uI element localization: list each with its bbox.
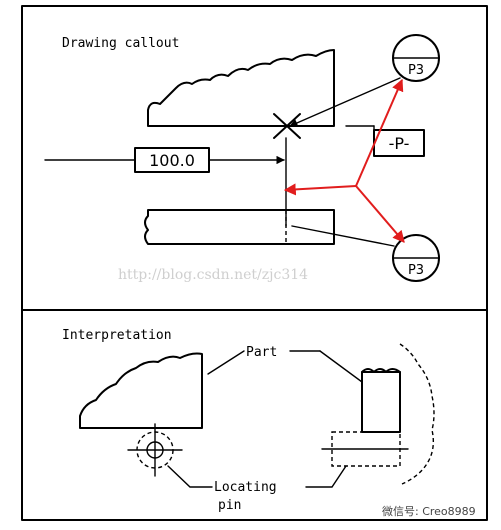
interpretation-heading: Interpretation	[62, 328, 172, 343]
interpreted-part-outline	[79, 352, 203, 429]
upper-part-outline	[147, 49, 335, 127]
upper-leader-line	[289, 77, 401, 127]
datum-feature-label: -P-	[389, 134, 410, 153]
pin-label: pin	[218, 498, 241, 513]
right-fixture-wavy	[361, 368, 401, 373]
lower-part-outline	[144, 209, 335, 245]
upper-target-label: P3	[408, 63, 424, 78]
locating-label: Locating	[214, 480, 277, 495]
part-label: Part	[246, 345, 277, 360]
lower-target-label: P3	[408, 263, 424, 278]
right-body-outline	[399, 343, 435, 485]
watermark-url: http://blog.csdn.net/zjc314	[118, 267, 308, 283]
red-arrow-lower	[355, 185, 405, 243]
target-x-mark-b	[273, 113, 301, 139]
red-arrow-upper	[355, 78, 404, 187]
red-arrow-left	[283, 183, 357, 196]
dimension-value: 100.0	[149, 151, 195, 170]
locating-pin-left	[127, 423, 183, 477]
dimension-box	[134, 147, 210, 173]
upper-datum-target-symbol: P3	[392, 34, 440, 82]
locating-leader-left	[167, 465, 213, 488]
lower-leader-line	[291, 225, 395, 247]
outer-frame	[21, 5, 488, 521]
locating-leader-right	[305, 465, 347, 488]
wechat-watermark: 微信号: Creo8989	[382, 504, 476, 518]
highlight-arrows	[283, 78, 405, 243]
drawing-callout-heading: Drawing callout	[62, 36, 179, 51]
lower-datum-target-symbol: P3	[392, 234, 440, 282]
part-leader-left	[207, 350, 245, 375]
part-leader-right-drop	[319, 350, 363, 383]
right-fixture-block	[361, 371, 401, 433]
